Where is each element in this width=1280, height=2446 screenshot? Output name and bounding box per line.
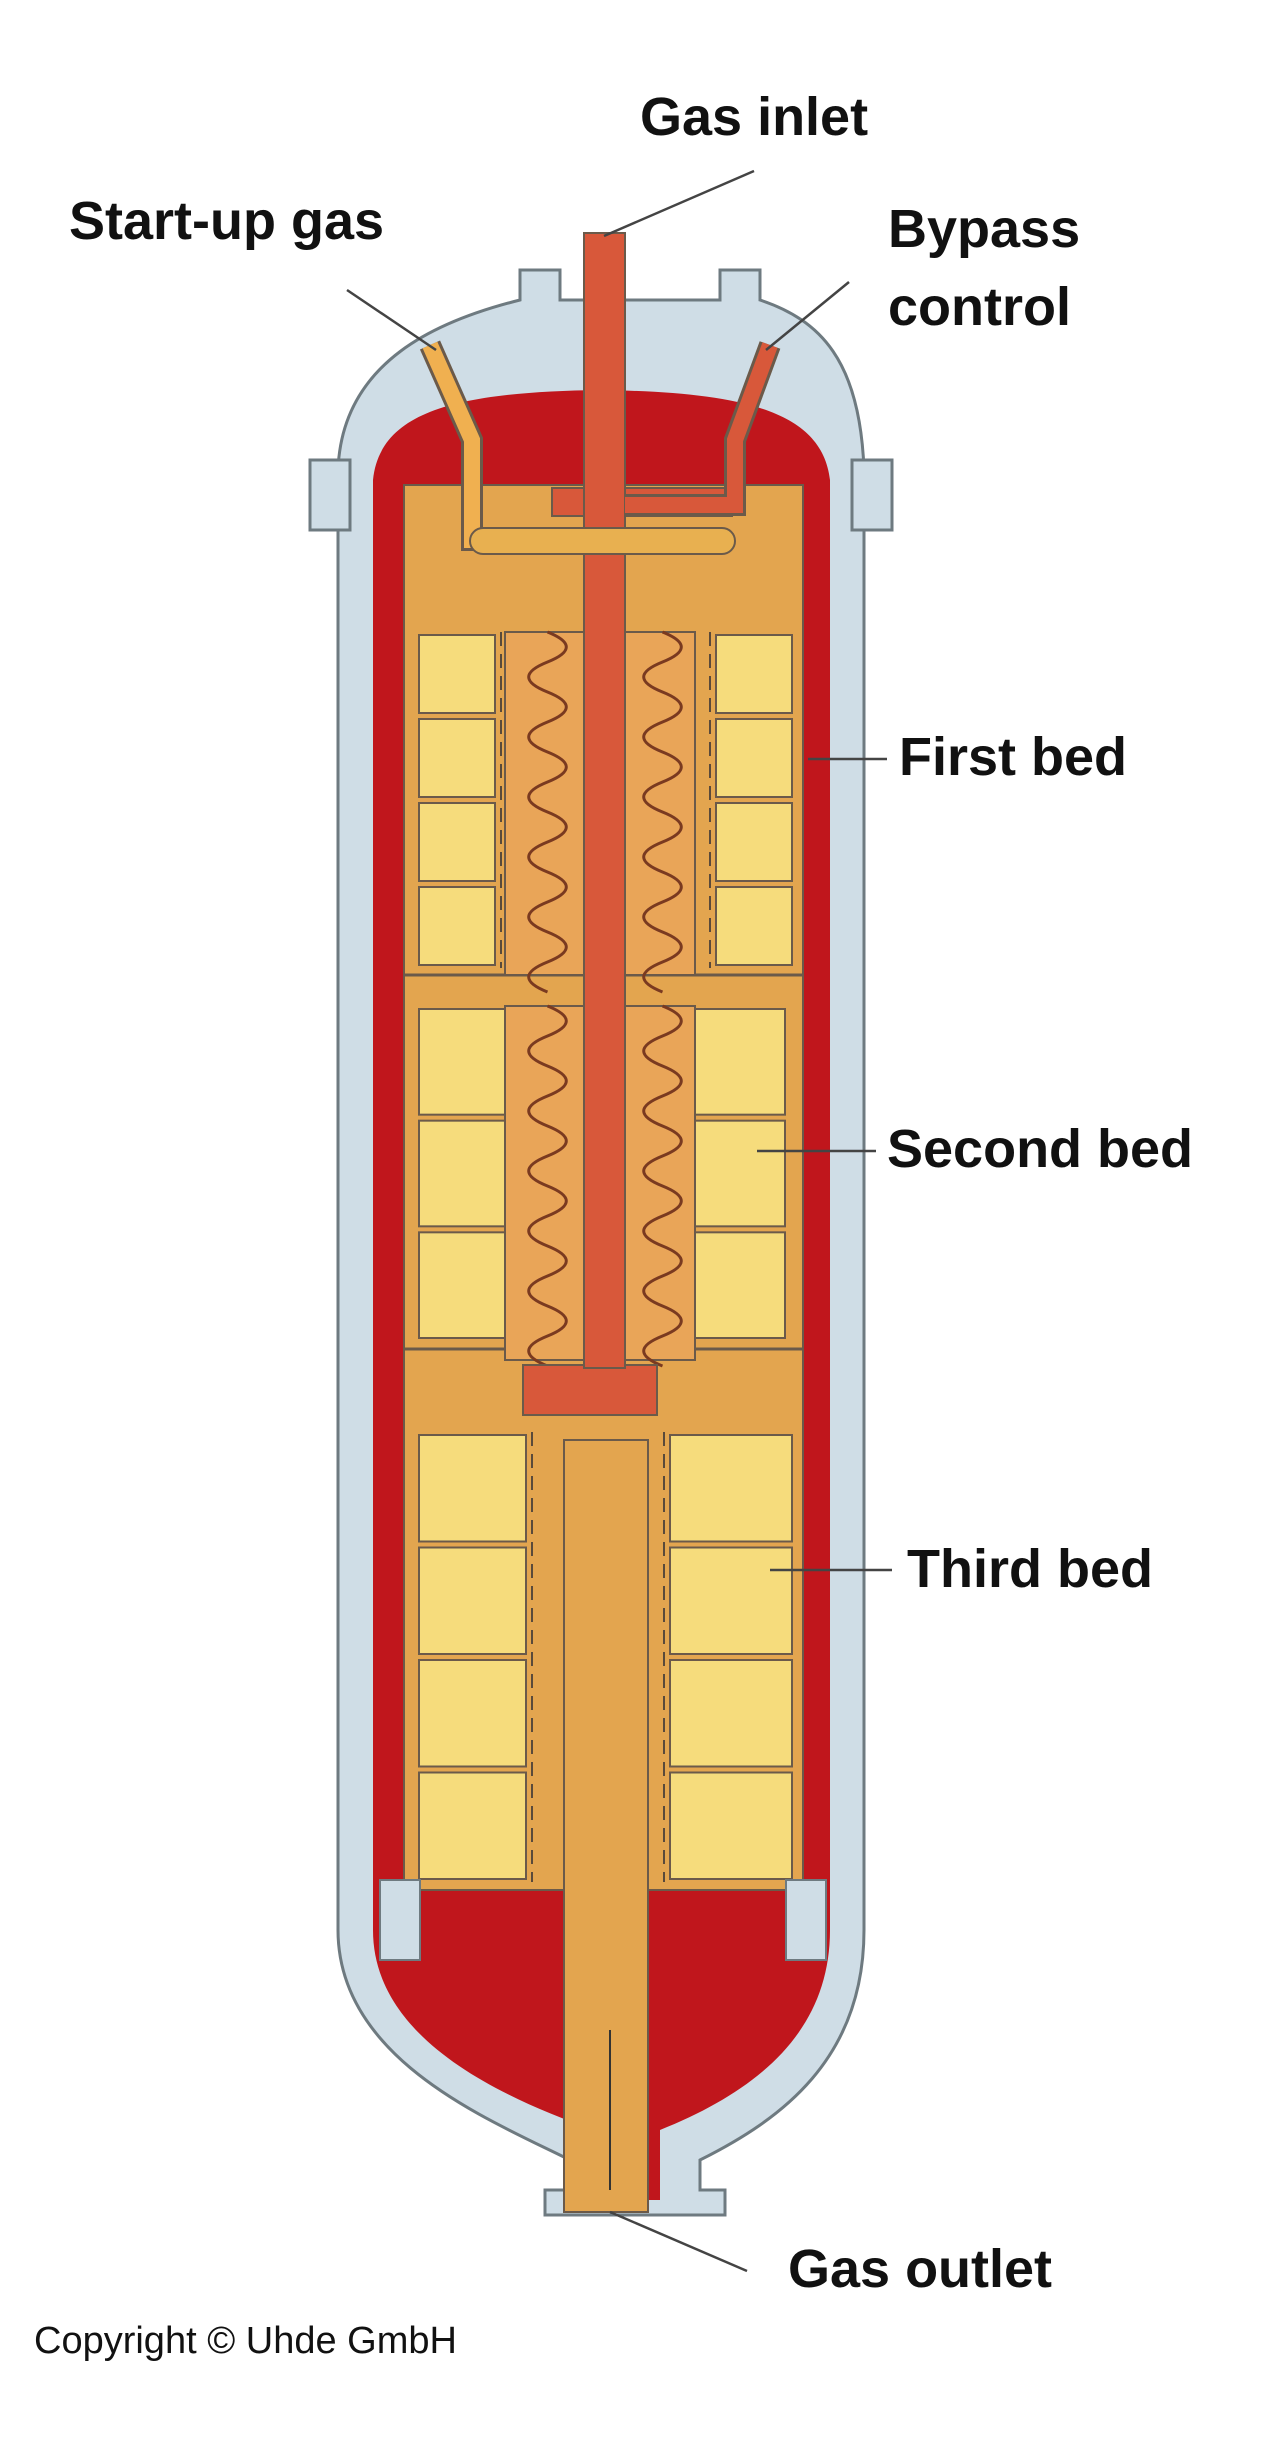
catalyst-block bbox=[418, 1434, 527, 1543]
label-second-bed: Second bed bbox=[887, 1119, 1194, 1179]
mixing-chamber bbox=[522, 1364, 658, 1416]
catalyst-block bbox=[418, 1008, 506, 1116]
top-flange-right bbox=[850, 458, 894, 532]
catalyst-block bbox=[418, 634, 496, 714]
top-flange-left bbox=[308, 458, 352, 532]
central-inlet-pipe bbox=[583, 232, 626, 1369]
copyright-notice: Copyright © Uhde GmbH bbox=[34, 2320, 457, 2362]
catalyst-block bbox=[418, 1231, 506, 1340]
leader-startup-gas bbox=[346, 288, 437, 352]
label-gas-outlet: Gas outlet bbox=[788, 2239, 1053, 2299]
catalyst-blocks bbox=[418, 632, 793, 1882]
exchanger-tube-coil bbox=[527, 1004, 568, 1368]
label-bypass-control: control bbox=[888, 277, 1071, 337]
catalyst-block bbox=[669, 1546, 793, 1655]
leader-lines bbox=[346, 169, 892, 2273]
leader-gas-inlet bbox=[603, 169, 755, 238]
exchanger-tube-coil bbox=[527, 630, 568, 994]
leader-bypass bbox=[765, 281, 850, 351]
label-third-bed: Third bed bbox=[907, 1539, 1153, 1599]
catalyst-block bbox=[692, 1008, 786, 1116]
catalyst-block bbox=[418, 718, 496, 798]
catalyst-block bbox=[418, 1659, 527, 1768]
catalyst-block bbox=[669, 1771, 793, 1880]
exchanger-tube-coil bbox=[642, 630, 683, 994]
catalyst-block bbox=[715, 634, 793, 714]
catalyst-block bbox=[418, 1119, 506, 1228]
label-startup-gas: Start-up gas bbox=[69, 191, 385, 251]
label-first-bed: First bed bbox=[899, 727, 1128, 787]
catalyst-block bbox=[715, 886, 793, 966]
catalyst-block bbox=[715, 718, 793, 798]
bypass-pipe-fill bbox=[625, 342, 778, 513]
support-left bbox=[379, 1879, 421, 1961]
catalyst-block bbox=[418, 802, 496, 882]
catalyst-block bbox=[669, 1434, 793, 1543]
exchanger-tube-coil bbox=[642, 1004, 683, 1368]
leader-gas-outlet bbox=[609, 2210, 748, 2273]
catalyst-block bbox=[418, 1771, 527, 1880]
catalyst-block bbox=[692, 1231, 786, 1340]
ring-distributor bbox=[469, 527, 736, 555]
catalyst-block bbox=[669, 1659, 793, 1768]
label-bypass: Bypass bbox=[888, 199, 1081, 259]
catalyst-block bbox=[418, 886, 496, 966]
catalyst-block bbox=[715, 802, 793, 882]
label-gas-inlet: Gas inlet bbox=[640, 87, 869, 147]
catalyst-block bbox=[418, 1546, 527, 1655]
catalyst-block bbox=[692, 1119, 786, 1228]
support-right bbox=[785, 1879, 827, 1961]
outlet-pipe bbox=[563, 1439, 649, 2213]
